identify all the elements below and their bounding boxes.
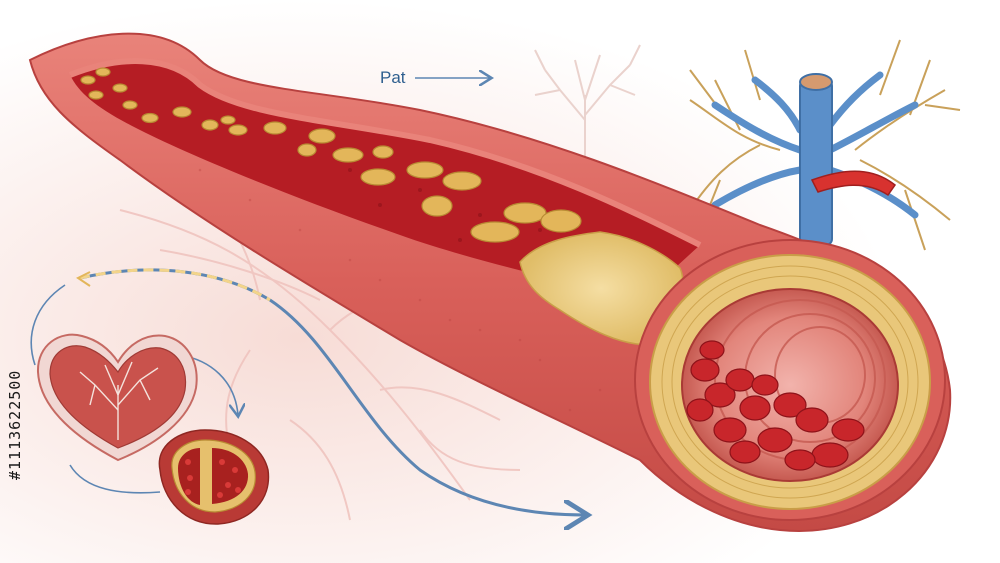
fat-discs (80, 67, 582, 243)
faint-vessel-tree (534, 44, 641, 160)
stock-id-watermark: #1113622500 (6, 369, 24, 480)
flow-arrow-icon (76, 268, 585, 515)
pat-label: Pat (380, 68, 406, 87)
heart-cross-section-icon (158, 429, 270, 525)
artery (28, 32, 952, 532)
heart-icon (36, 333, 198, 462)
blood-clot (686, 340, 865, 471)
